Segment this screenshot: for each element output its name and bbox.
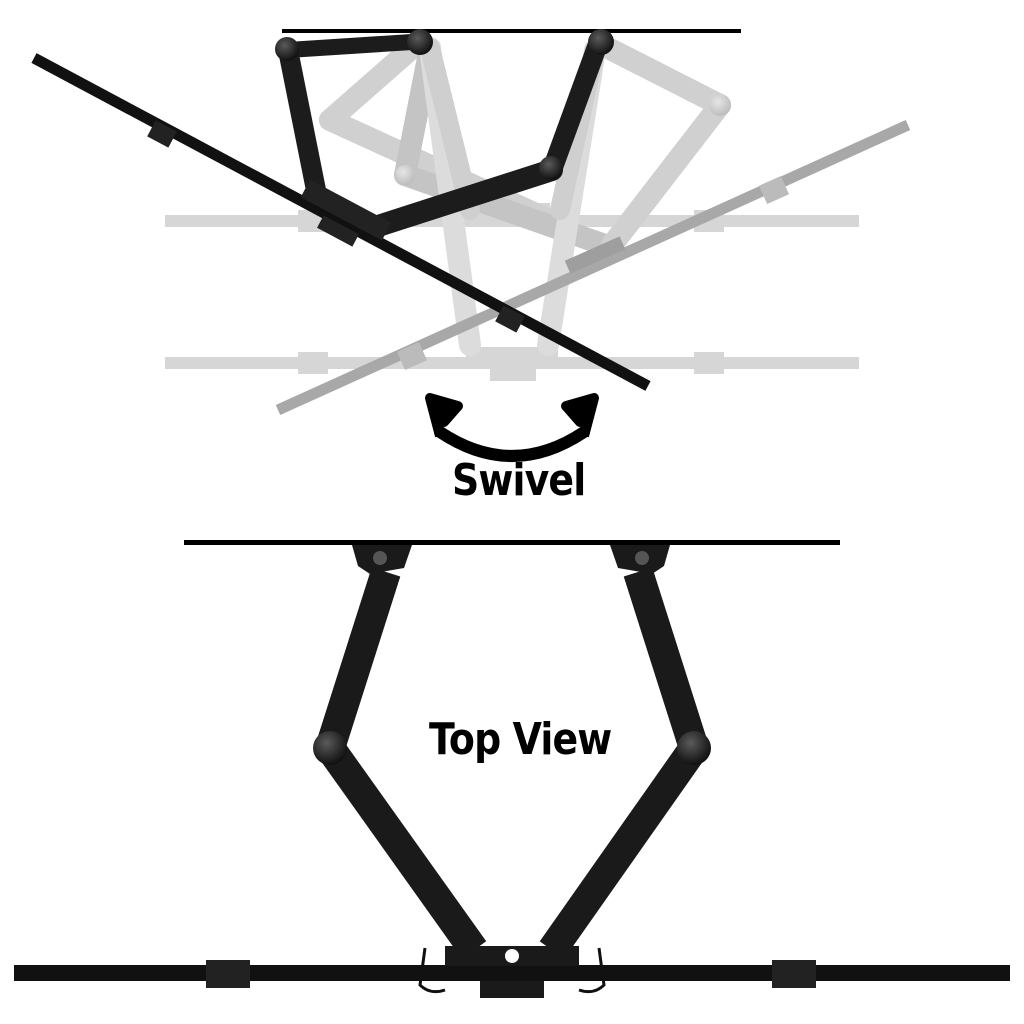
ghost-arm-5 xyxy=(601,39,731,116)
ghost-tilted-bracket xyxy=(564,236,626,274)
active-tilted-tv xyxy=(31,53,651,391)
arm-right-lower xyxy=(361,159,563,239)
active-tv-clip-right xyxy=(495,305,525,333)
swivel-label: Swivel xyxy=(452,455,586,506)
ghost-bracket-low xyxy=(466,347,558,359)
active-arms xyxy=(278,34,608,239)
arrow-head-left xyxy=(425,393,463,438)
ghost-tilted-clip-b xyxy=(396,341,428,371)
hook-right xyxy=(578,947,606,994)
pivot-screw-right xyxy=(635,551,649,565)
arm-right-upper-top xyxy=(623,567,709,753)
ghost-tilted-tv xyxy=(275,119,911,416)
ghost-arm-6 xyxy=(601,94,731,256)
arm-left-upper xyxy=(278,40,328,210)
tv-bar xyxy=(14,965,1010,981)
ghost-tv-bar-low xyxy=(165,357,859,369)
ghost-joint-a xyxy=(709,94,731,116)
elbow-joint-left xyxy=(313,731,347,765)
active-tv-bracket-foot xyxy=(317,215,359,247)
ghost-tilted-clip-a xyxy=(758,175,790,205)
top-view-diagram xyxy=(14,540,1010,998)
arrow-head-right xyxy=(561,393,599,438)
ghost-joint-b xyxy=(395,165,415,185)
ghost-tv-bars xyxy=(165,203,859,381)
wall-pivot-left xyxy=(407,29,433,55)
tv-bracket-hole xyxy=(505,949,519,963)
arm-right-lower-top xyxy=(539,739,707,959)
active-tv-bracket xyxy=(300,179,392,241)
tv-clip-right xyxy=(772,960,816,988)
double-headed-curved-arrow-icon xyxy=(434,426,590,462)
ghost-tilted-tv-bar xyxy=(275,119,911,416)
active-tv-clip-left xyxy=(147,120,177,148)
pivot-screw-left xyxy=(373,551,387,565)
wall-plate-top xyxy=(282,29,741,33)
joint-left-top xyxy=(275,37,299,61)
ghost-arm-1 xyxy=(319,37,423,131)
top-view-arms xyxy=(315,567,709,959)
ghost-arm-9 xyxy=(420,38,480,220)
ghost-clip-b xyxy=(694,352,724,374)
arm-left-link xyxy=(280,34,420,58)
wall-pivot-right xyxy=(588,29,614,55)
active-tv-bar xyxy=(31,53,651,391)
joint-right-elbow xyxy=(539,156,563,180)
hook-left xyxy=(418,947,446,994)
arm-left-lower-top xyxy=(317,739,487,959)
top-view-label: Top View xyxy=(429,714,612,765)
ghost-clip-a xyxy=(298,352,328,374)
ghost-bracket-low-foot xyxy=(490,369,536,381)
elbow-joint-right xyxy=(677,731,711,765)
arm-left-upper-top xyxy=(315,567,401,753)
tv-clip-left xyxy=(206,960,250,988)
arm-right-upper xyxy=(542,34,608,180)
wall-plate-bottom xyxy=(184,540,840,545)
swivel-diagram xyxy=(31,29,911,462)
tv-bracket-foot xyxy=(480,981,544,998)
